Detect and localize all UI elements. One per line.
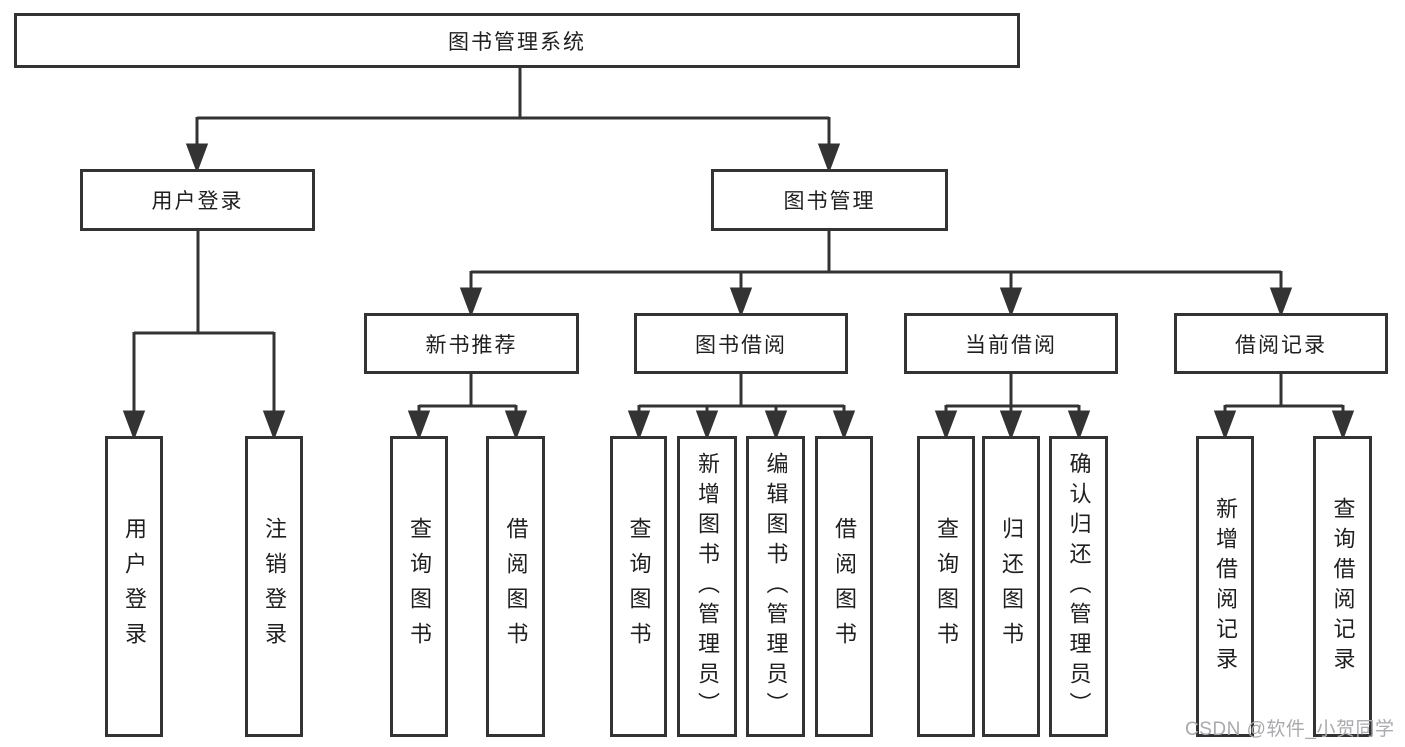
node-label: 归还图书 (999, 516, 1024, 657)
node-confirm-return-admin: 确认归还（管理员） (1049, 436, 1108, 737)
node-label: 图书管理 (783, 190, 876, 213)
arrow-down-icon (1067, 410, 1091, 441)
node-label: 借阅图书 (832, 516, 857, 657)
node-label: 新增图书（管理员） (695, 451, 720, 722)
node-book-borrow: 图书借阅 (634, 313, 848, 374)
arrow-down-icon (407, 410, 431, 441)
node-label: 借阅记录 (1235, 333, 1327, 357)
node-label: 借阅图书 (503, 516, 529, 657)
arrow-down-icon (999, 410, 1023, 441)
node-current-borrow: 当前借阅 (904, 313, 1118, 374)
node-query-books-recommend: 查询图书 (390, 436, 448, 737)
arrow-down-icon (1269, 287, 1293, 318)
node-label: 查询图书 (934, 516, 959, 657)
arrow-down-icon (185, 143, 209, 174)
arrow-down-icon (999, 287, 1023, 318)
node-label: 确认归还（管理员） (1066, 451, 1092, 722)
node-label: 注销登录 (262, 516, 287, 657)
node-label: 图书借阅 (695, 333, 787, 357)
node-borrow-books-recommend: 借阅图书 (486, 436, 545, 737)
node-query-books-borrow: 查询图书 (610, 436, 667, 737)
arrow-down-icon (832, 410, 856, 441)
arrow-down-icon (1331, 410, 1355, 441)
node-label: 新书推荐 (425, 333, 518, 357)
arrow-down-icon (764, 410, 788, 441)
watermark: CSDN @软件_小贺同学 (1185, 719, 1395, 740)
arrow-down-icon (1213, 410, 1237, 441)
node-label: 编辑图书（管理员） (763, 451, 789, 722)
node-system-root: 图书管理系统 (14, 13, 1020, 68)
arrow-down-icon (934, 410, 958, 441)
node-label: 用户登录 (151, 190, 244, 213)
node-new-book-recommend: 新书推荐 (364, 313, 579, 374)
node-label: 当前借阅 (965, 333, 1057, 357)
arrow-down-icon (695, 410, 719, 441)
node-label: 查询借阅记录 (1330, 496, 1356, 677)
node-label: 图书管理系统 (448, 30, 586, 54)
node-label: 查询图书 (407, 516, 432, 657)
node-edit-books-admin: 编辑图书（管理员） (746, 436, 805, 737)
node-add-books-admin: 新增图书（管理员） (677, 436, 737, 737)
arrow-down-icon (729, 287, 753, 318)
arrow-down-icon (122, 410, 146, 441)
node-return-books: 归还图书 (982, 436, 1040, 737)
arrow-down-icon (504, 410, 528, 441)
node-user-login-action: 用户登录 (105, 436, 163, 737)
node-query-borrow-record: 查询借阅记录 (1313, 436, 1372, 737)
node-logout-action: 注销登录 (245, 436, 303, 737)
node-borrow-records: 借阅记录 (1174, 313, 1388, 374)
node-label: 新增借阅记录 (1213, 496, 1238, 677)
arrow-down-icon (627, 410, 651, 441)
arrow-down-icon (262, 410, 286, 441)
node-label: 查询图书 (626, 516, 652, 657)
node-book-management: 图书管理 (711, 169, 948, 231)
arrow-down-icon (817, 143, 841, 174)
arrow-down-icon (459, 287, 483, 318)
node-user-login: 用户登录 (80, 169, 315, 231)
node-add-borrow-record: 新增借阅记录 (1196, 436, 1254, 737)
node-borrow-books-action: 借阅图书 (815, 436, 873, 737)
node-label: 用户登录 (122, 516, 147, 657)
node-query-books-current: 查询图书 (917, 436, 975, 737)
